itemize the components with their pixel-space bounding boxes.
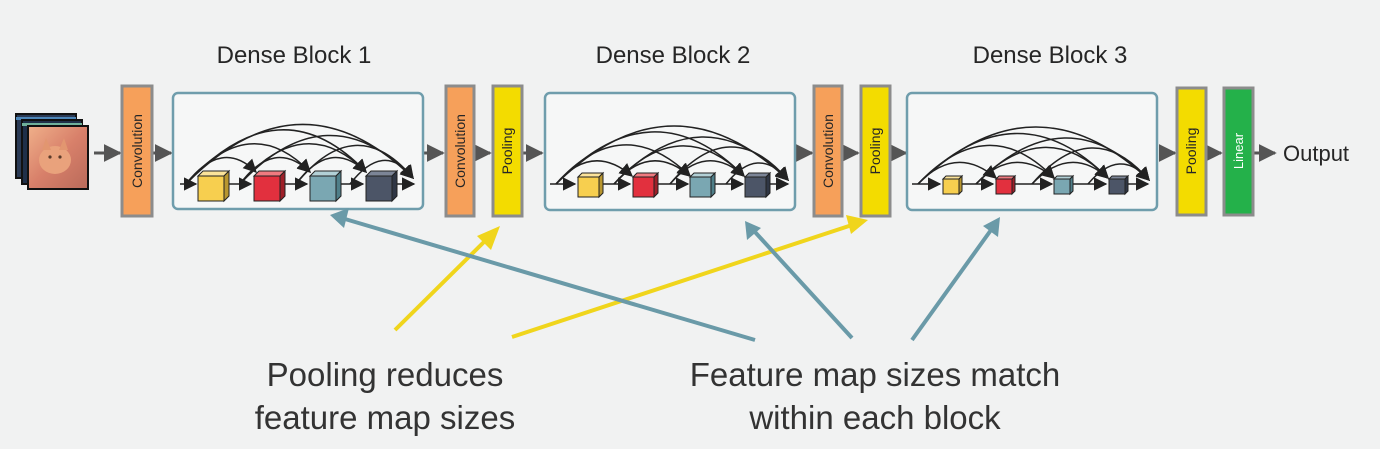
convolution-layer-2: Convolution bbox=[444, 84, 476, 218]
dense-block-3 bbox=[905, 91, 1159, 212]
dense-block-1-title: Dense Block 1 bbox=[217, 42, 372, 69]
pooling-2-label: Pooling bbox=[499, 128, 515, 175]
annotation-arrows bbox=[330, 208, 1000, 342]
feature-map-red-2 bbox=[631, 171, 660, 199]
feature-map-yellow-3 bbox=[941, 174, 964, 196]
dense-block-2-title: Dense Block 2 bbox=[596, 42, 751, 69]
cat-photo-stack-icon bbox=[15, 113, 89, 190]
convolution-3-label: Convolution bbox=[820, 114, 836, 188]
feature-map-red-1 bbox=[252, 169, 287, 203]
linear-layer: Linear bbox=[1222, 86, 1255, 217]
pooling-layer-3: Pooling bbox=[859, 84, 892, 218]
feature-note-line-2: within each block bbox=[748, 399, 1001, 436]
feature-map-yellow-1 bbox=[196, 169, 231, 203]
feature-map-dark-1 bbox=[364, 169, 399, 203]
feature-map-red-3 bbox=[994, 174, 1017, 196]
pooling-4-label: Pooling bbox=[1183, 128, 1199, 175]
feature-map-yellow-2 bbox=[576, 171, 605, 199]
pooling-3-label: Pooling bbox=[867, 128, 883, 175]
convolution-1-label: Convolution bbox=[129, 114, 145, 188]
pooling-note-line-1: Pooling reduces bbox=[267, 356, 504, 393]
output-label: Output bbox=[1283, 141, 1349, 166]
dense-block-3-title: Dense Block 3 bbox=[973, 42, 1128, 69]
feature-map-teal-3 bbox=[1052, 174, 1075, 196]
feature-map-teal-2 bbox=[688, 171, 717, 199]
feature-map-dark-2 bbox=[743, 171, 772, 199]
feature-map-teal-1 bbox=[308, 169, 343, 203]
convolution-layer-3: Convolution bbox=[812, 84, 844, 218]
dense-block-1 bbox=[171, 91, 425, 211]
pooling-layer-4: Pooling bbox=[1175, 86, 1208, 217]
convolution-layer-1: Convolution bbox=[120, 84, 154, 218]
linear-label: Linear bbox=[1231, 132, 1246, 169]
dense-block-2 bbox=[543, 91, 797, 212]
pooling-layer-2: Pooling bbox=[491, 84, 524, 218]
feature-note-line-1: Feature map sizes match bbox=[690, 356, 1060, 393]
pooling-note-line-2: feature map sizes bbox=[255, 399, 515, 436]
feature-map-dark-3 bbox=[1107, 174, 1130, 196]
convolution-2-label: Convolution bbox=[452, 114, 468, 188]
